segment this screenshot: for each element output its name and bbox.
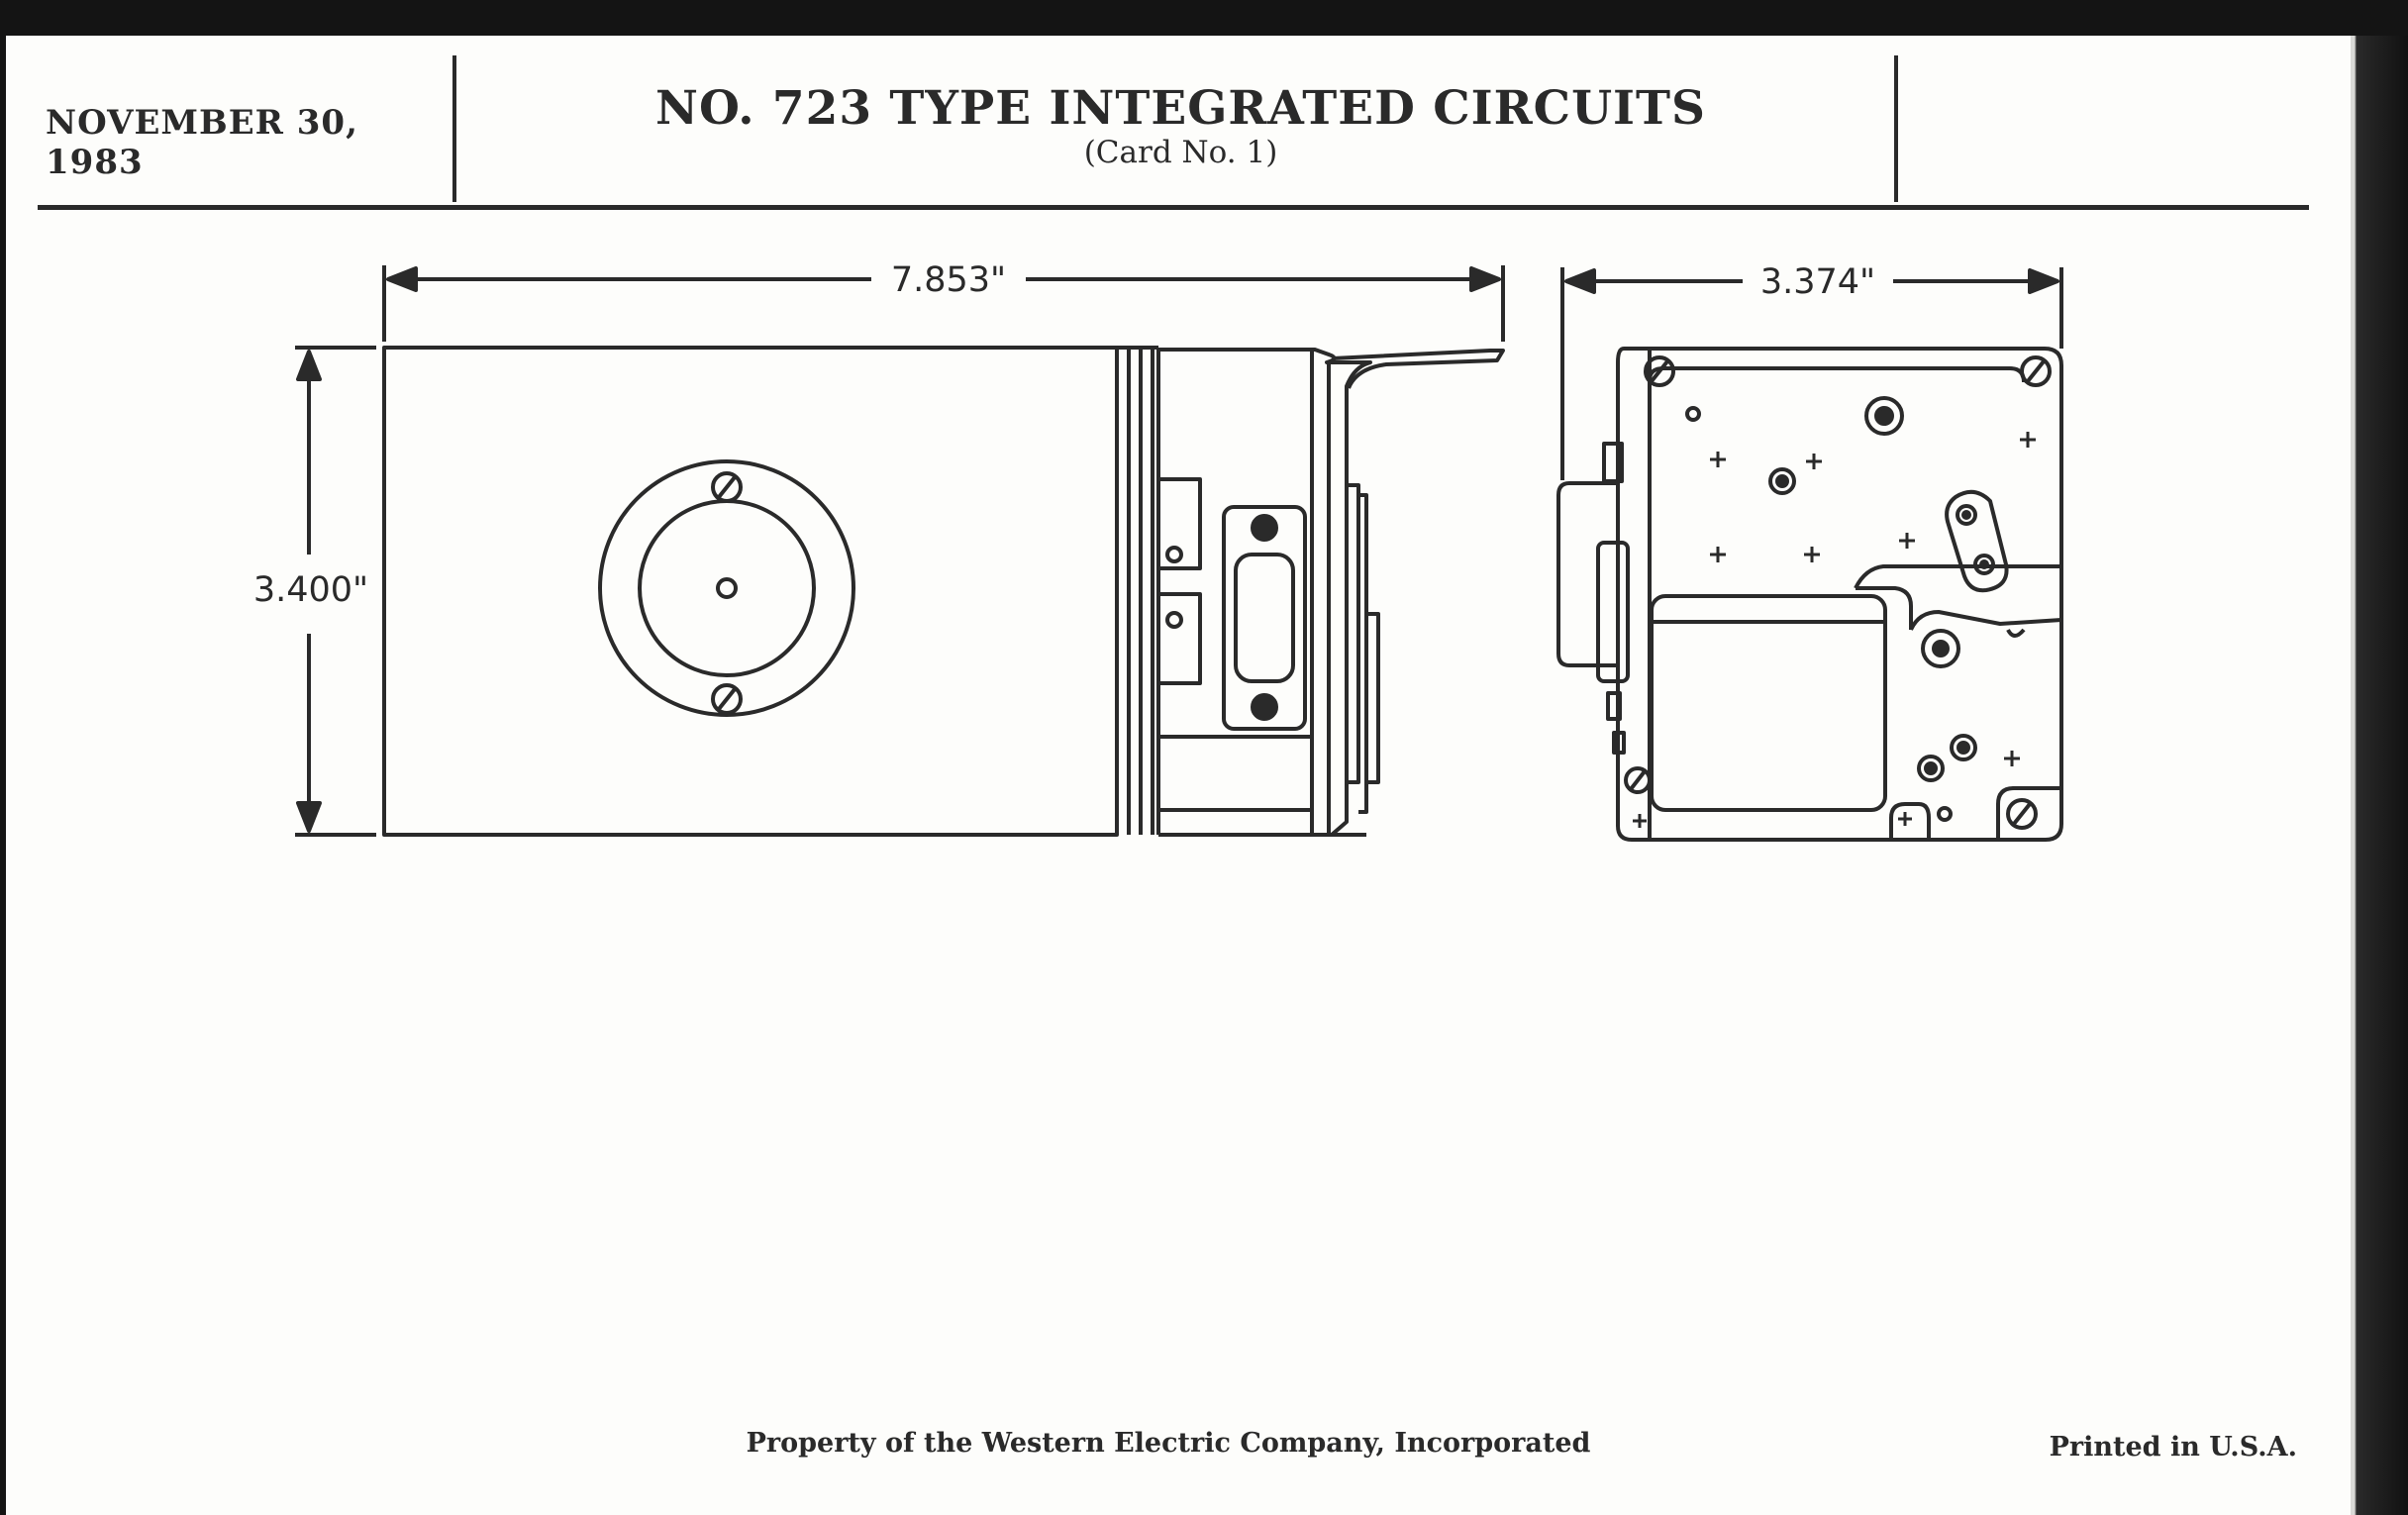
front-center-hole [716,577,738,599]
screw-icon [711,683,743,715]
side-width-label: 3.374" [1760,262,1875,302]
front-height-dimension: 3.400" [253,346,376,837]
side-connector [1556,481,1618,667]
header-divider-left [452,55,456,202]
screw-icon [711,471,743,503]
side-transformer [1650,594,1887,812]
front-view: 7.853" 3.400" [253,260,1505,837]
page-subtitle: (Card No. 1) [1083,135,1278,170]
front-height-label: 3.400" [253,570,368,610]
screw-icon [2006,798,2038,830]
screw-icon [1644,355,1675,387]
front-mounting-bracket [1158,348,1372,837]
front-connector-port [1234,553,1295,683]
property-notice: Property of the Western Electric Company… [746,1428,1591,1459]
side-body [1616,347,2063,842]
front-terminal-block [1156,592,1202,685]
plus-marks [1633,432,2036,828]
front-width-label: 7.853" [891,260,1006,300]
front-body [382,346,1119,837]
front-connector-housing [1222,505,1307,731]
side-view: 3.374" [1556,262,2063,842]
side-post [1768,467,1796,495]
scan-edge [2351,36,2408,1515]
front-connector-screw [1251,693,1278,721]
side-tilted-bracket [1945,489,2009,593]
side-post [1921,629,1960,668]
header-date: NOVEMBER 30, 1983 [46,103,358,182]
side-width-dimension: 3.374" [1560,262,2063,480]
front-flange-inner [638,499,816,677]
screw-icon [2020,355,2052,387]
front-width-dimension: 7.853" [382,260,1505,342]
page-title: NO. 723 TYPE INTEGRATED CIRCUITS [655,81,1706,136]
header-divider-right [1894,55,1898,202]
side-post [1864,396,1904,436]
front-connector-screw [1251,514,1278,542]
screw-icon [1624,766,1652,794]
header-rule [38,205,2309,210]
printed-notice: Printed in U.S.A. [2049,1432,2297,1463]
